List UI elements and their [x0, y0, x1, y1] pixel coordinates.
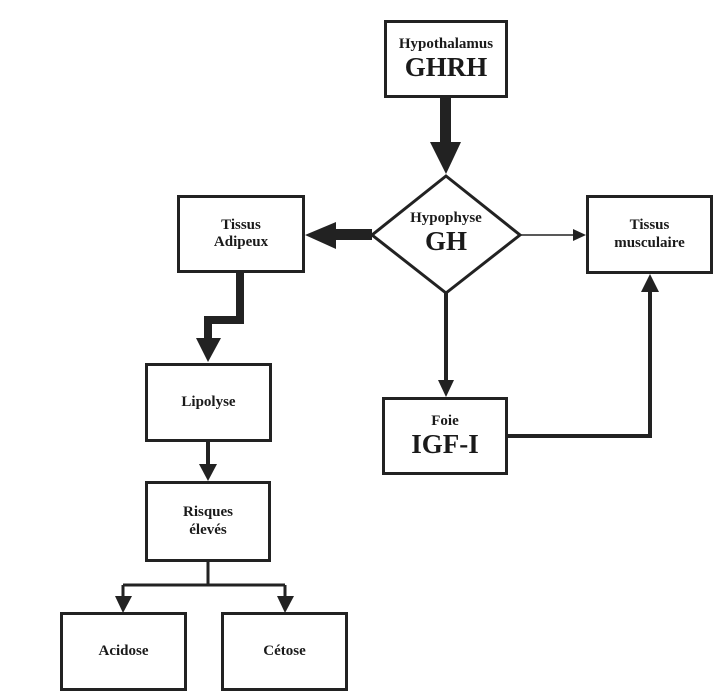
edge-hypophyse-foie: [438, 293, 454, 397]
foie-label: Foie: [431, 412, 459, 429]
node-risques-eleves: Risques élevés: [145, 481, 271, 562]
acidose-label: Acidose: [98, 642, 149, 659]
edge-hypophyse-musculaire: [520, 229, 586, 241]
hypophyse-label: Hypophyse: [410, 210, 482, 226]
gh-label: GH: [424, 226, 467, 256]
hypothalamus-label: Hypothalamus: [398, 35, 494, 52]
edge-foie-musculaire: [508, 274, 659, 438]
edge-hypothalamus-hypophyse: [430, 98, 461, 174]
lipolyse-label: Lipolyse: [181, 393, 236, 410]
tissus-adipeux-line2: Adipeux: [213, 234, 269, 250]
node-tissus-adipeux: Tissus Adipeux: [177, 195, 305, 273]
edge-adipeux-lipolyse: [196, 272, 244, 362]
node-hypothalamus: Hypothalamus GHRH: [384, 20, 508, 98]
tissus-adipeux-line1: Tissus: [221, 216, 261, 233]
tissus-musculaire-line2: musculaire: [614, 234, 685, 251]
edge-hypophyse-adipeux: [305, 222, 372, 249]
cetose-label: Cétose: [263, 642, 306, 659]
node-cetose: Cétose: [221, 612, 348, 691]
node-lipolyse: Lipolyse: [145, 363, 272, 442]
node-foie: Foie IGF-I: [382, 397, 508, 475]
edge-risques-acidose-cetose: [115, 561, 294, 613]
ghrh-label: GHRH: [404, 51, 488, 82]
node-tissus-musculaire: Tissus musculaire: [586, 195, 713, 274]
igf-label: IGF-I: [411, 428, 479, 459]
node-hypophyse: Hypophyse GH: [372, 210, 520, 257]
node-acidose: Acidose: [60, 612, 187, 691]
edge-lipolyse-risques: [199, 441, 217, 481]
risques-line2: élevés: [189, 521, 227, 538]
tissus-musculaire-line1: Tissus: [629, 217, 670, 234]
risques-line1: Risques: [182, 504, 234, 521]
